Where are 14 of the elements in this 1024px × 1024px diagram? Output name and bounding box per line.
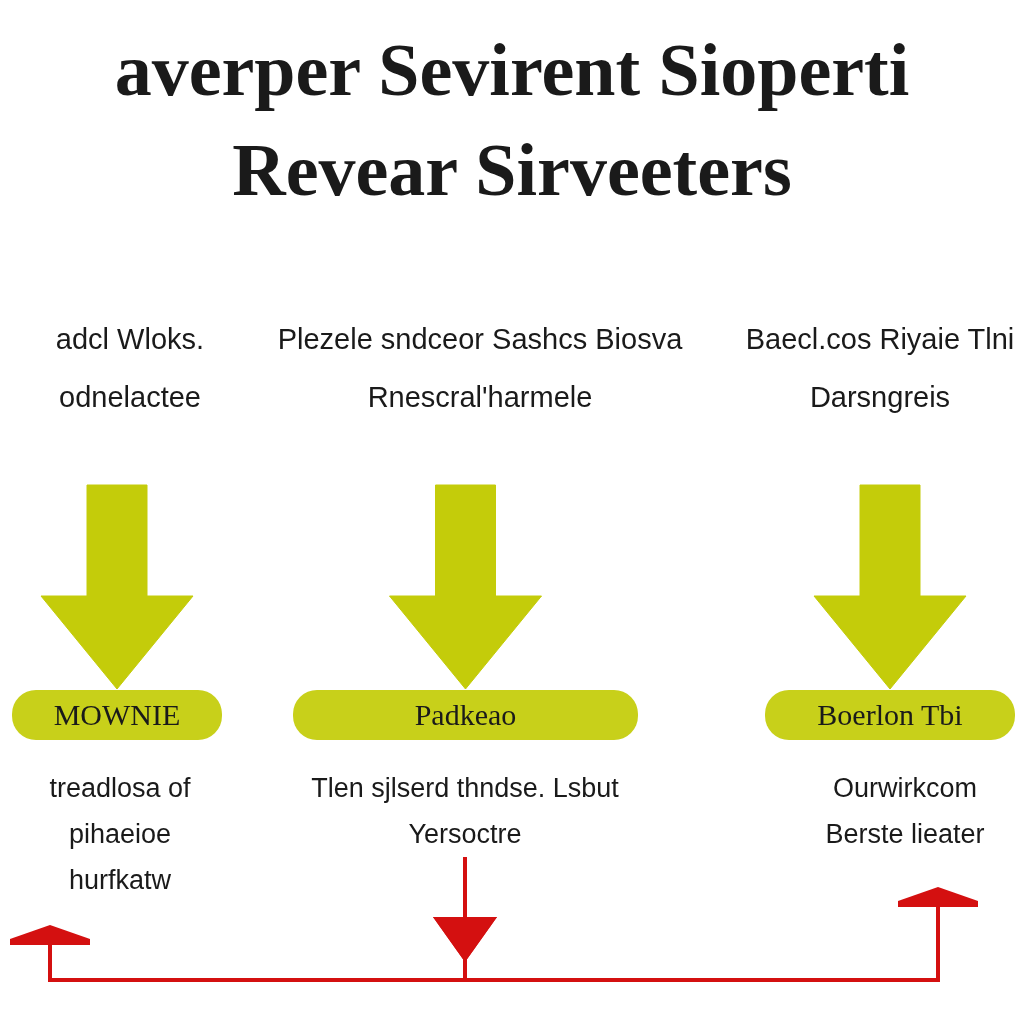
stage-pill: Boerlon Tbi [765,690,1015,740]
stage-pill: Padkeao [293,690,638,740]
description-text: Ourwirkcom Berste lieater [800,765,1010,857]
description-text: treadlosa of pihaeioe hurfkatw [20,765,220,903]
column-heading: Baecl.cos Riyaie Tlni Darsngreis [740,310,1020,426]
stage-pill: MOWNIE [12,690,222,740]
description-text: Tlen sjlserd thndse. Lsbut Yersoctre [300,765,630,857]
column-heading: adcl Wloks. odnelactee [10,310,250,426]
column-heading: Plezele sndceor Sashcs Biosva Rnescral'harmele [260,310,700,426]
arrow [813,484,967,690]
title: averper Sevirent Sioperti Revear Sirveeters [113,28,911,213]
arrow [433,857,978,982]
arrow [389,484,542,690]
arrow [40,484,194,690]
